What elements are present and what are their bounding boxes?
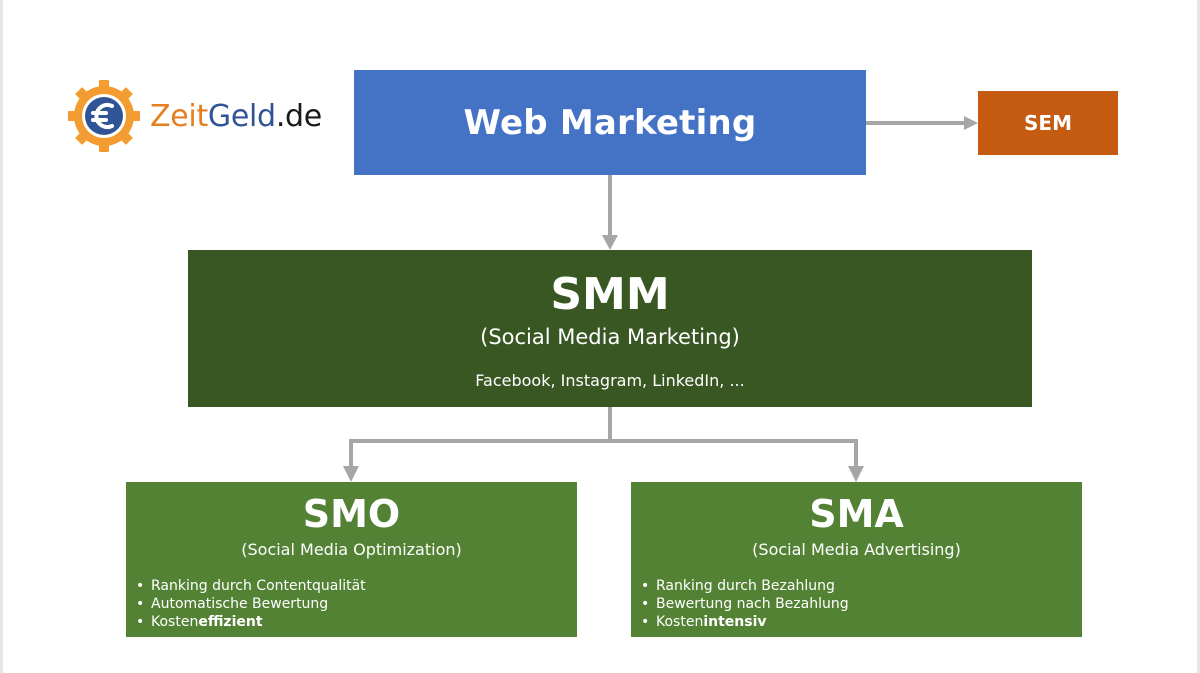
smo-item-text: Kosten: [151, 614, 199, 630]
web-marketing-title: Web Marketing: [463, 102, 757, 143]
brand-part-tld: .de: [275, 98, 322, 134]
slide-edge-left: [0, 0, 3, 673]
arrowhead-sem: [964, 116, 978, 130]
sma-title: SMA: [809, 492, 904, 536]
sma-list-item: • Ranking durch Bezahlung: [641, 577, 1082, 595]
bullet: •: [136, 578, 145, 594]
sma-item-text: Kosten: [656, 614, 704, 630]
smo-item-text: Ranking durch Contentqualität: [151, 578, 366, 594]
smo-list-item: • Automatische Bewertung: [136, 595, 577, 613]
arrowhead-sma: [848, 466, 864, 482]
smm-box: SMM (Social Media Marketing) Facebook, I…: [188, 250, 1032, 407]
web-marketing-box: Web Marketing: [354, 70, 866, 175]
bullet: •: [136, 596, 145, 612]
smo-item-bold: effizient: [198, 614, 263, 630]
connector-smm-to-children: [349, 439, 858, 468]
smm-title: SMM: [550, 269, 670, 320]
brand-part-geld: Geld: [207, 98, 276, 134]
smm-subtitle: (Social Media Marketing): [480, 325, 740, 349]
bullet: •: [641, 614, 650, 630]
bullet: •: [641, 578, 650, 594]
sma-list-item: • Kostenintensiv: [641, 613, 1082, 631]
smo-list-item: • Kosteneffizient: [136, 613, 577, 631]
sem-box: SEM: [978, 91, 1118, 155]
sma-box: SMA (Social Media Advertising) • Ranking …: [631, 482, 1082, 637]
smo-item-text: Automatische Bewertung: [151, 596, 329, 612]
euro-gear-icon: [68, 80, 140, 152]
sma-item-text: Bewertung nach Bezahlung: [656, 596, 849, 612]
bullet: •: [641, 596, 650, 612]
smo-subtitle: (Social Media Optimization): [241, 540, 462, 559]
smo-box: SMO (Social Media Optimization) • Ranking…: [126, 482, 577, 637]
sma-subtitle: (Social Media Advertising): [752, 540, 961, 559]
brand-part-zeit: Zeit: [150, 98, 208, 134]
smm-examples: Facebook, Instagram, LinkedIn, ...: [475, 371, 745, 390]
sem-title: SEM: [1024, 111, 1072, 135]
logo: ZeitGeld.de: [66, 78, 322, 154]
sma-list-item: • Bewertung nach Bezahlung: [641, 595, 1082, 613]
smo-list-item: • Ranking durch Contentqualität: [136, 577, 577, 595]
brand-wordmark: ZeitGeld.de: [150, 99, 322, 134]
sma-item-bold: intensiv: [703, 614, 767, 630]
smo-title: SMO: [302, 492, 401, 536]
arrowhead-smm: [602, 235, 618, 250]
bullet: •: [136, 614, 145, 630]
sma-item-text: Ranking durch Bezahlung: [656, 578, 835, 594]
smo-list: • Ranking durch Contentqualität • Automati…: [126, 577, 577, 631]
sma-list: • Ranking durch Bezahlung • Bewertung nach…: [631, 577, 1082, 631]
arrowhead-smo: [343, 466, 359, 482]
slide-edge-right: [1197, 0, 1200, 673]
